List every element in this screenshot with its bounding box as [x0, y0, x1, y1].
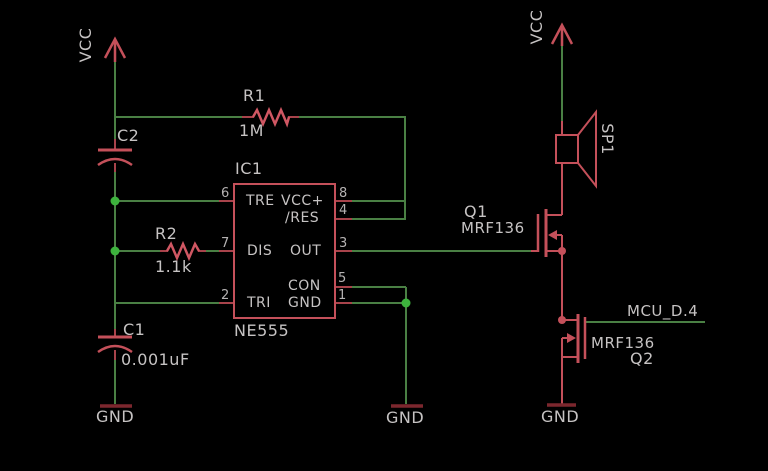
speaker-sp1[interactable]: [555, 109, 597, 215]
pin-number-3: 3: [339, 236, 348, 251]
gnd-label-c1: GND: [96, 407, 135, 426]
vcc-right-arrowhead[interactable]: [550, 22, 574, 45]
gnd-label-q2: GND: [541, 407, 580, 426]
pin-name-dis: DIS: [247, 243, 273, 259]
q1-value: MRF136: [461, 219, 525, 237]
q1-bulk-arrow[interactable]: [548, 230, 557, 240]
sp1-designator: SP1: [598, 123, 617, 155]
vcc-arrow-right[interactable]: [550, 22, 574, 46]
pin-number-6: 6: [221, 186, 230, 201]
pin-name-gnd: GND: [288, 295, 322, 311]
junction-dot-pin7[interactable]: [110, 246, 120, 256]
component-symbols: [97, 22, 597, 404]
r2-value: 1.1k: [155, 257, 192, 276]
sp1-horn[interactable]: [577, 109, 597, 189]
ic1-designator: IC1: [235, 159, 263, 178]
pin-name-tri: TRI: [247, 295, 271, 311]
resistor-r2[interactable]: [165, 240, 201, 262]
junction-dot-gnd[interactable]: [401, 298, 411, 308]
q1-designator: Q1: [464, 202, 488, 221]
r1-value: 1M: [239, 121, 264, 140]
c2-plate-bottom[interactable]: [97, 157, 133, 167]
q1-source-junction-dot[interactable]: [558, 247, 566, 255]
pin-number-5: 5: [338, 271, 347, 286]
pin-number-4: 4: [339, 203, 348, 218]
pin-name-vcc: VCC+: [281, 193, 324, 209]
pin-number-7: 7: [221, 236, 230, 251]
junction-dots: [110, 196, 411, 308]
q2-drain-junction-dot[interactable]: [558, 316, 566, 324]
c2-designator: C2: [117, 126, 140, 145]
vcc-label-left: VCC: [76, 27, 95, 63]
mosfet-q1[interactable]: [531, 209, 566, 321]
gnd-symbols: [100, 403, 576, 408]
pin-name-tre: TRE: [246, 193, 275, 209]
capacitor-c2[interactable]: [97, 148, 133, 167]
q2-designator: Q2: [630, 349, 654, 368]
ic1-body[interactable]: [233, 183, 336, 319]
q2-value: MRF136: [591, 334, 655, 352]
r2-designator: R2: [155, 224, 178, 243]
resistor-r1[interactable]: [251, 106, 291, 128]
c1-value: 0.001uF: [121, 350, 190, 369]
capacitor-c1[interactable]: [97, 335, 133, 354]
junction-dot-pin6[interactable]: [110, 196, 120, 206]
vcc-left-arrowhead[interactable]: [103, 36, 127, 59]
pin-number-1: 1: [338, 288, 347, 303]
mosfet-q2[interactable]: [558, 314, 587, 404]
vcc-label-right: VCC: [527, 9, 546, 45]
pin-name-con: CON: [288, 278, 321, 294]
pin-number-8: 8: [339, 186, 348, 201]
c1-designator: C1: [123, 320, 146, 339]
ic1-part-name: NE555: [234, 321, 290, 340]
pin-name-res: /RES: [285, 210, 320, 226]
q2-bulk-arrow[interactable]: [567, 333, 576, 343]
net-label-mcu: MCU_D.4: [627, 302, 699, 320]
pin-number-2: 2: [221, 288, 230, 303]
pin-name-out: OUT: [290, 243, 322, 259]
c1-plate-bottom[interactable]: [97, 344, 133, 354]
gnd-label-ic: GND: [386, 408, 425, 427]
vcc-arrow-left[interactable]: [103, 36, 127, 62]
r1-designator: R1: [243, 86, 266, 105]
sp1-box[interactable]: [555, 134, 579, 164]
